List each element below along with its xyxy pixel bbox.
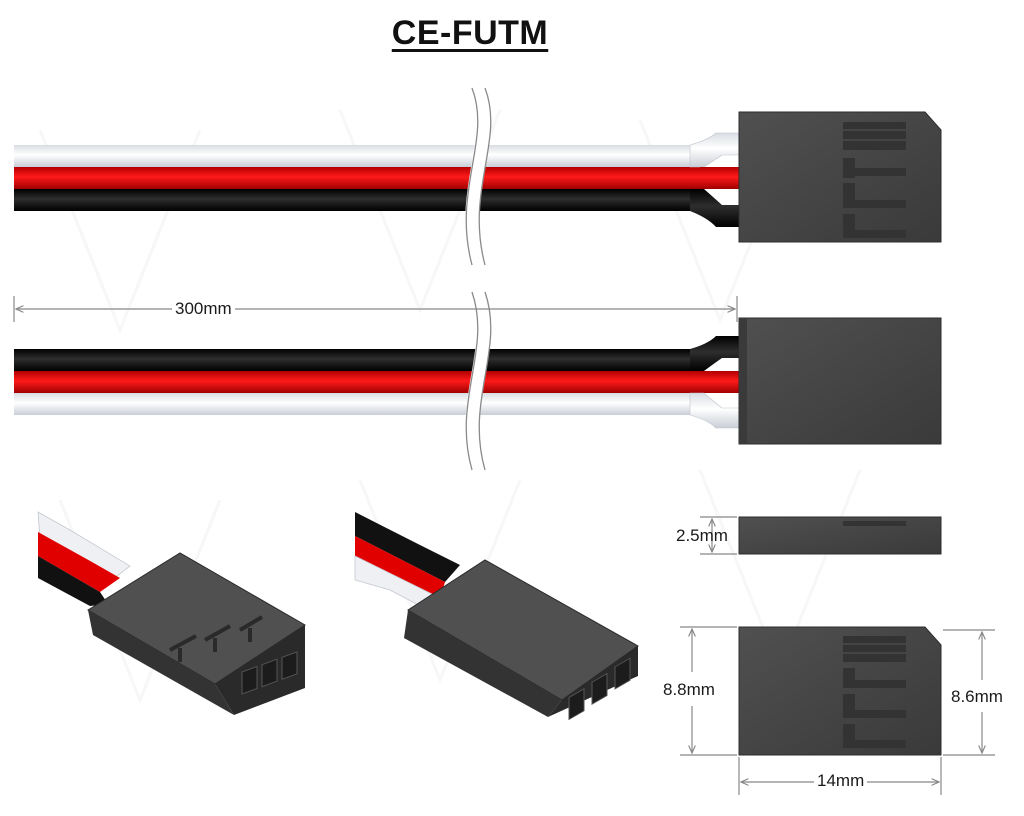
diagram-title: CE-FUTM	[391, 14, 549, 52]
wire-black-bend	[690, 189, 740, 227]
housing-top-side	[738, 111, 942, 243]
label-300mm: 300mm	[172, 299, 235, 319]
cable-top	[14, 85, 741, 267]
housing-left-face	[404, 610, 562, 717]
connector-3d-middle	[354, 512, 639, 721]
dimension-2-5mm	[700, 516, 737, 555]
cable-middle	[14, 289, 741, 472]
label-14mm: 14mm	[814, 771, 868, 791]
housing-side-view	[738, 626, 942, 756]
wire-black	[14, 189, 704, 211]
connector-3d-left	[37, 511, 306, 715]
housing-middle-side	[738, 317, 942, 445]
wire-red-bend	[700, 167, 740, 189]
dimension-8-8mm	[680, 626, 737, 756]
wire-white-bend	[689, 132, 741, 168]
cable-break	[465, 85, 491, 267]
dimension-8-6mm	[943, 629, 995, 756]
wire-red	[14, 371, 714, 393]
housing-front-face	[215, 625, 305, 715]
wire-white	[14, 145, 704, 167]
wire-black	[14, 349, 704, 371]
housing-left-face	[88, 610, 234, 715]
label-2-5mm: 2.5mm	[676, 526, 728, 545]
dimension-300mm	[13, 296, 738, 322]
label-8-8mm: 8.8mm	[660, 680, 718, 700]
wire-red	[14, 167, 714, 189]
housing-top-view	[738, 516, 942, 555]
wire-white	[14, 393, 704, 415]
label-8-6mm: 8.6mm	[948, 687, 1006, 707]
